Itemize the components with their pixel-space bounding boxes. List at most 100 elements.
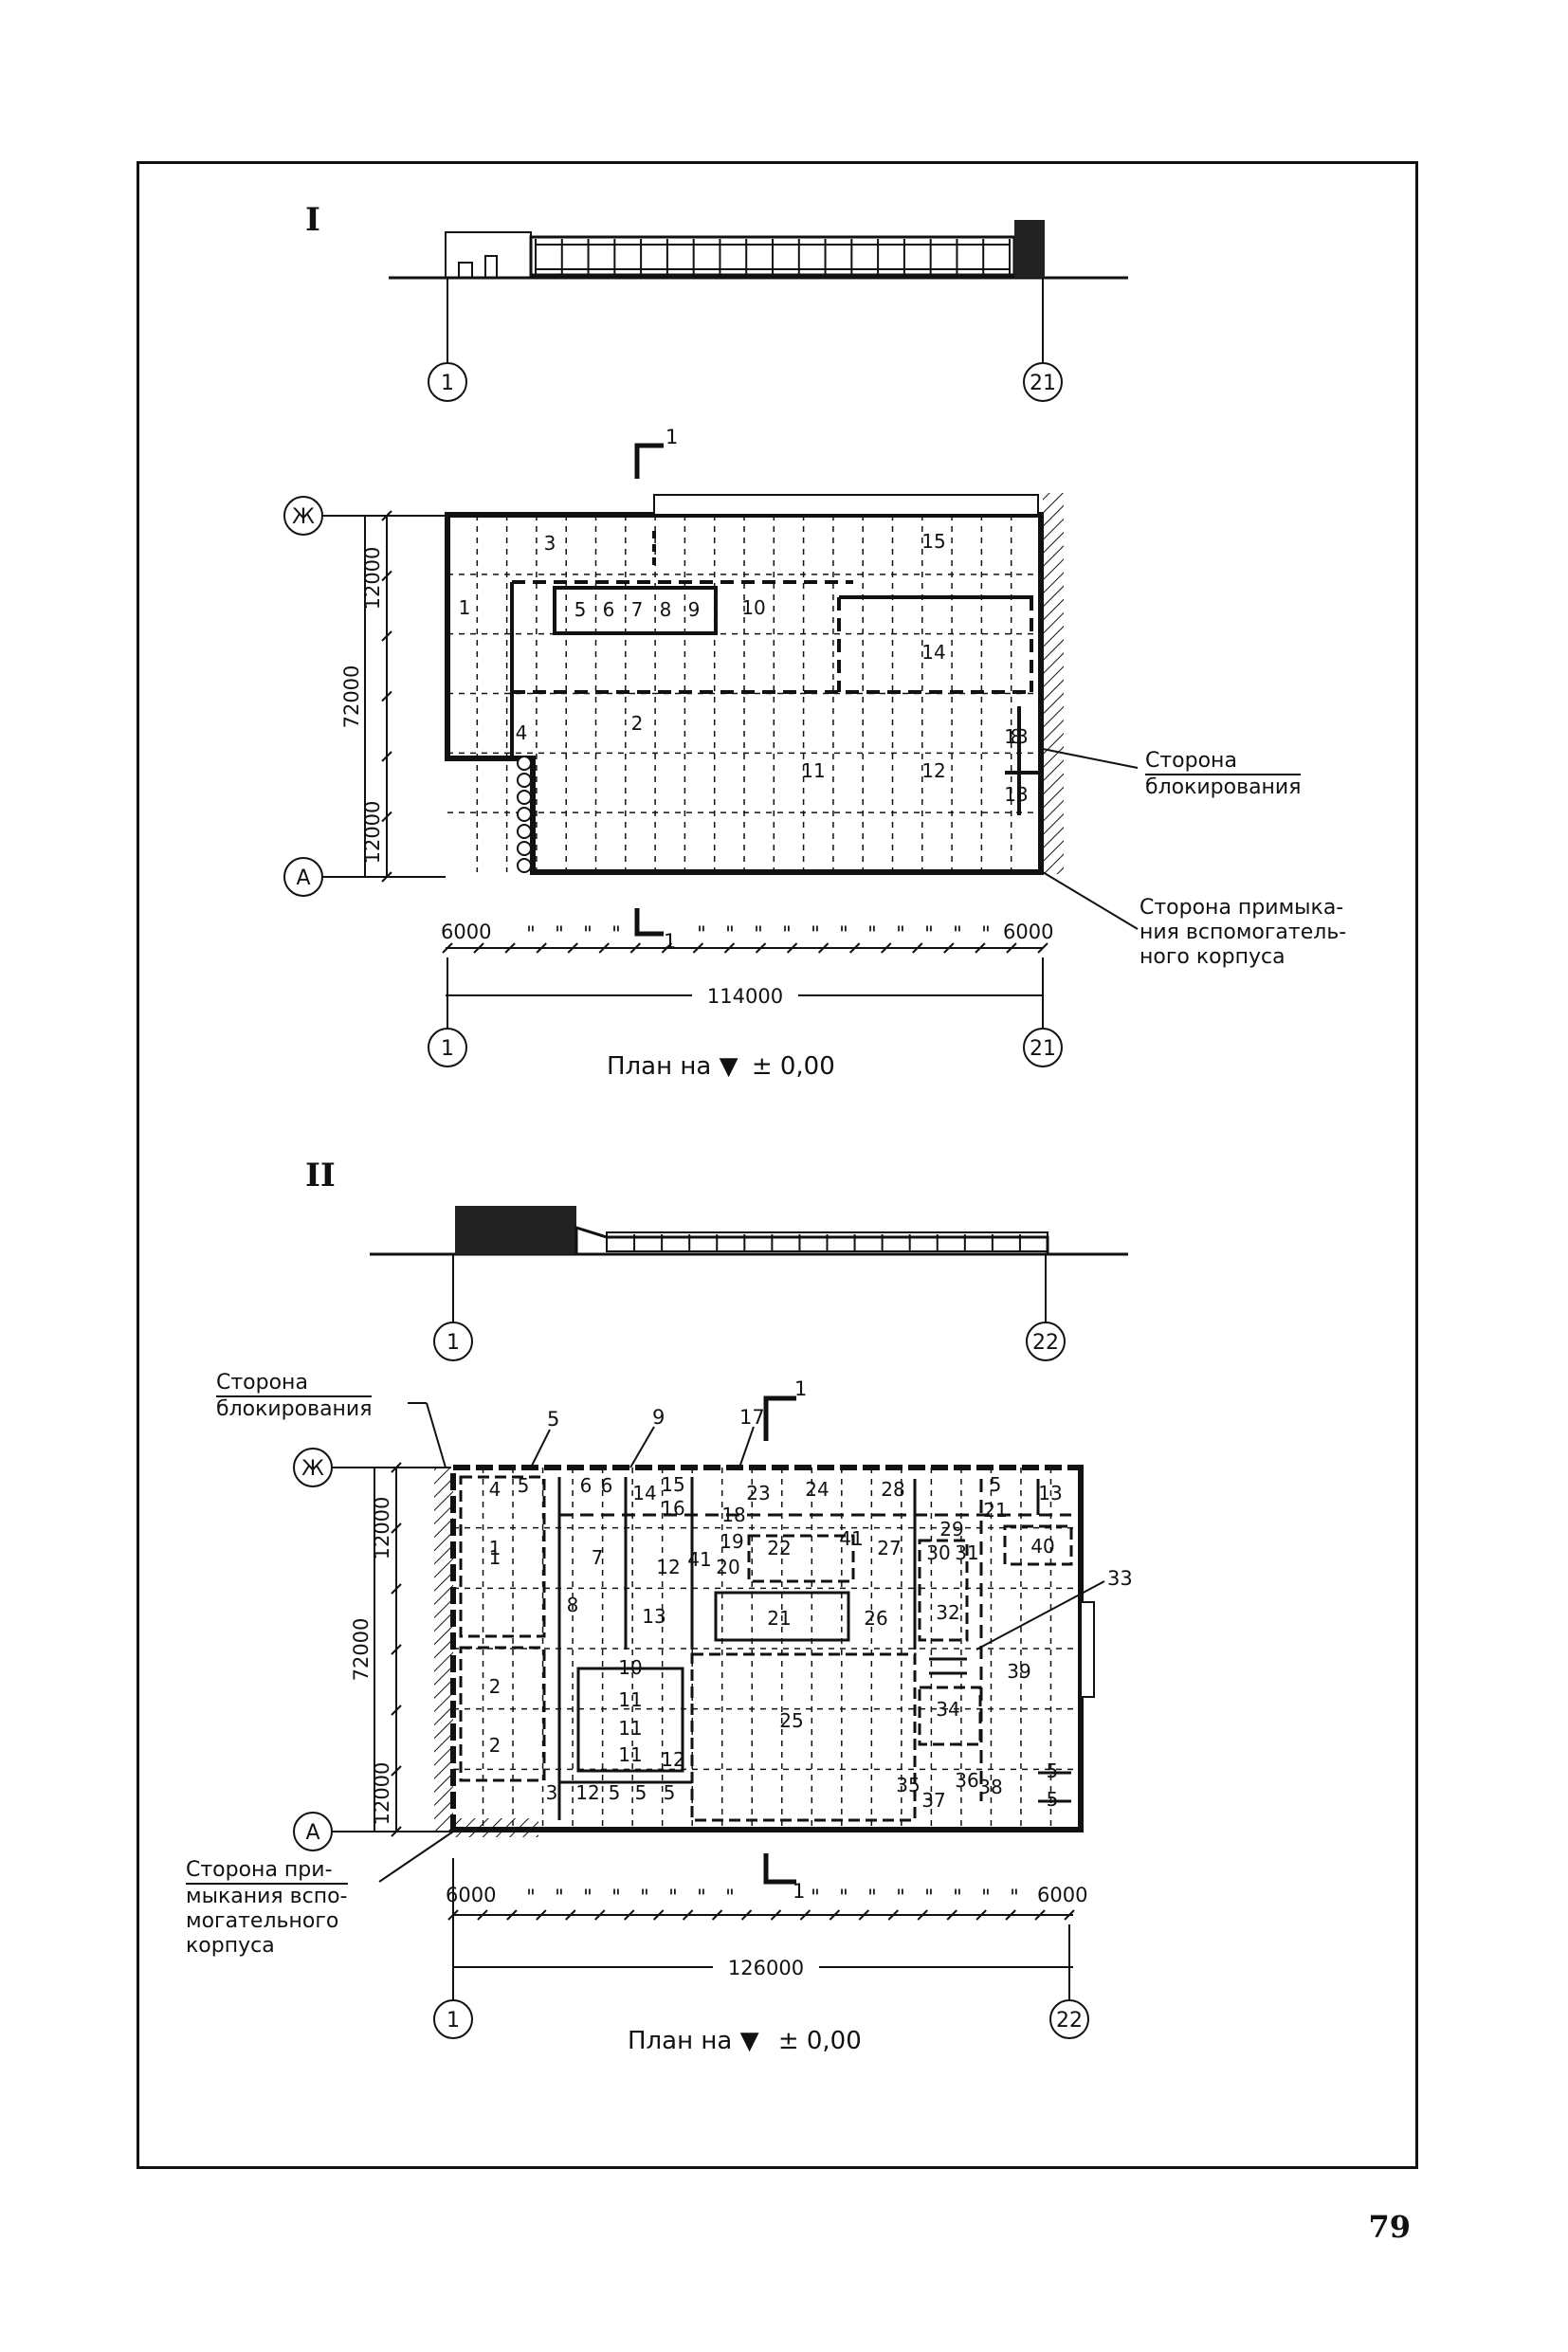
- dim-tick: [391, 1644, 402, 1655]
- dim-tick: [858, 1909, 870, 1921]
- ditto-mark: ": [1010, 1886, 1019, 1908]
- room-number: 39: [1007, 1660, 1030, 1683]
- v1-dim-bay-left: 6000: [441, 921, 491, 943]
- room-number: 5: [990, 1473, 1002, 1496]
- v2-callout-17: 17: [739, 1406, 765, 1429]
- room-number: 32: [936, 1601, 959, 1624]
- dim-tick: [381, 510, 392, 521]
- v2-section-mark-top: 1: [794, 1377, 807, 1400]
- v2-dim-span-top: 12000: [371, 1497, 393, 1560]
- room-number: 13: [1004, 725, 1028, 748]
- dim-tick: [447, 1909, 459, 1921]
- v1-elevation: [389, 220, 1128, 363]
- v2-axis-a: А: [293, 1812, 333, 1851]
- room-number: 22: [767, 1537, 791, 1559]
- ditto-mark: ": [953, 922, 962, 945]
- v2-blocking-note: Сторона блокирования: [216, 1371, 373, 1421]
- dim-tick: [1005, 1909, 1016, 1921]
- room-number: 36: [955, 1769, 978, 1792]
- dim-tick: [881, 942, 892, 954]
- room-number: 12: [661, 1748, 684, 1771]
- room-number: 37: [921, 1789, 945, 1812]
- room-number: 15: [921, 530, 945, 553]
- room-number: 25: [779, 1709, 803, 1732]
- v2-adjoining-note: Сторона при- мыкания вспо- могательного …: [186, 1858, 348, 1958]
- dim-tick: [770, 1909, 782, 1921]
- axis-label: Ж: [292, 505, 315, 529]
- dim-tick: [652, 1909, 665, 1921]
- v2-axis-zh: Ж: [293, 1448, 333, 1487]
- axis-label: А: [296, 866, 310, 890]
- ditto-mark: ": [839, 922, 848, 945]
- room-number: 3: [544, 532, 556, 555]
- variant-2-roman: II: [305, 1157, 336, 1194]
- v2-plan-axis-left: 1: [433, 1999, 473, 2039]
- ditto-mark: ": [867, 1886, 877, 1908]
- ditto-mark: ": [526, 922, 536, 945]
- dim-tick: [1064, 1909, 1075, 1921]
- dim-tick: [391, 1462, 402, 1473]
- room-number: 5: [1047, 1759, 1059, 1782]
- ditto-mark: ": [981, 1886, 991, 1908]
- room-number: 34: [936, 1698, 959, 1721]
- dim-tick: [946, 1909, 957, 1921]
- level-mark-icon: ▼: [719, 1052, 738, 1081]
- v1-plan-axis-right: 21: [1023, 1028, 1063, 1067]
- axis-label: 21: [1030, 1037, 1056, 1061]
- dim-tick: [799, 1909, 811, 1921]
- v2-plan-axis-right: 22: [1049, 1999, 1089, 2039]
- v2-elev-axis-right: 22: [1026, 1322, 1066, 1361]
- v2-dim-total-width: 126000: [728, 1957, 804, 1979]
- v1-dim-span-bottom: 12000: [361, 801, 384, 865]
- room-number: 40: [1030, 1535, 1054, 1558]
- ditto-mark: ": [981, 922, 991, 945]
- dim-tick: [391, 1522, 402, 1534]
- v2-elevation: [370, 1206, 1128, 1322]
- dim-tick: [598, 942, 610, 954]
- room-number: 7: [592, 1546, 604, 1569]
- v2-section-mark-bottom: 1: [793, 1880, 805, 1903]
- dim-tick: [975, 1909, 987, 1921]
- ditto-mark: ": [782, 922, 792, 945]
- dim-tick: [1037, 942, 1048, 954]
- dim-tick: [381, 871, 392, 883]
- room-number: 5: [635, 1781, 647, 1804]
- dim-tick: [661, 942, 673, 954]
- room-number: 18: [721, 1504, 745, 1526]
- room-number: 15: [661, 1473, 684, 1496]
- ditto-mark: ": [754, 922, 763, 945]
- room-number: 4: [489, 1478, 501, 1501]
- room-number: 8: [1011, 725, 1023, 748]
- dim-tick: [381, 751, 392, 762]
- room-number: 12: [575, 1781, 599, 1804]
- dim-tick: [381, 690, 392, 702]
- axis-label: А: [305, 1821, 319, 1845]
- column-circle: [517, 756, 532, 771]
- page-frame: [137, 161, 1418, 2169]
- ditto-mark: ": [583, 1886, 593, 1908]
- room-number: 20: [716, 1556, 739, 1578]
- v2-callout-5: 5: [547, 1408, 559, 1431]
- dim-tick: [391, 1583, 402, 1595]
- axis-label: 22: [1056, 2009, 1083, 2033]
- room-number: 30: [926, 1541, 950, 1564]
- room-number: 5: [609, 1781, 621, 1804]
- ditto-mark: ": [583, 922, 593, 945]
- dim-tick: [975, 942, 986, 954]
- room-number: 2: [489, 1675, 501, 1698]
- variant-1-roman: I: [305, 201, 320, 239]
- dim-tick: [391, 1765, 402, 1777]
- room-number: 13: [1004, 783, 1028, 806]
- v2-callout-9: 9: [652, 1406, 665, 1429]
- room-number: 10: [741, 596, 765, 619]
- v1-dim-bay-right: 6000: [1003, 921, 1053, 943]
- ditto-mark: ": [555, 1886, 564, 1908]
- room-number: 38: [978, 1776, 1002, 1798]
- dim-tick: [887, 1909, 899, 1921]
- room-number: 21: [983, 1499, 1007, 1522]
- ditto-mark: ": [526, 1886, 536, 1908]
- column-circle: [517, 824, 532, 839]
- dim-tick: [594, 1909, 606, 1921]
- v2-dim-bay-right: 6000: [1037, 1884, 1087, 1906]
